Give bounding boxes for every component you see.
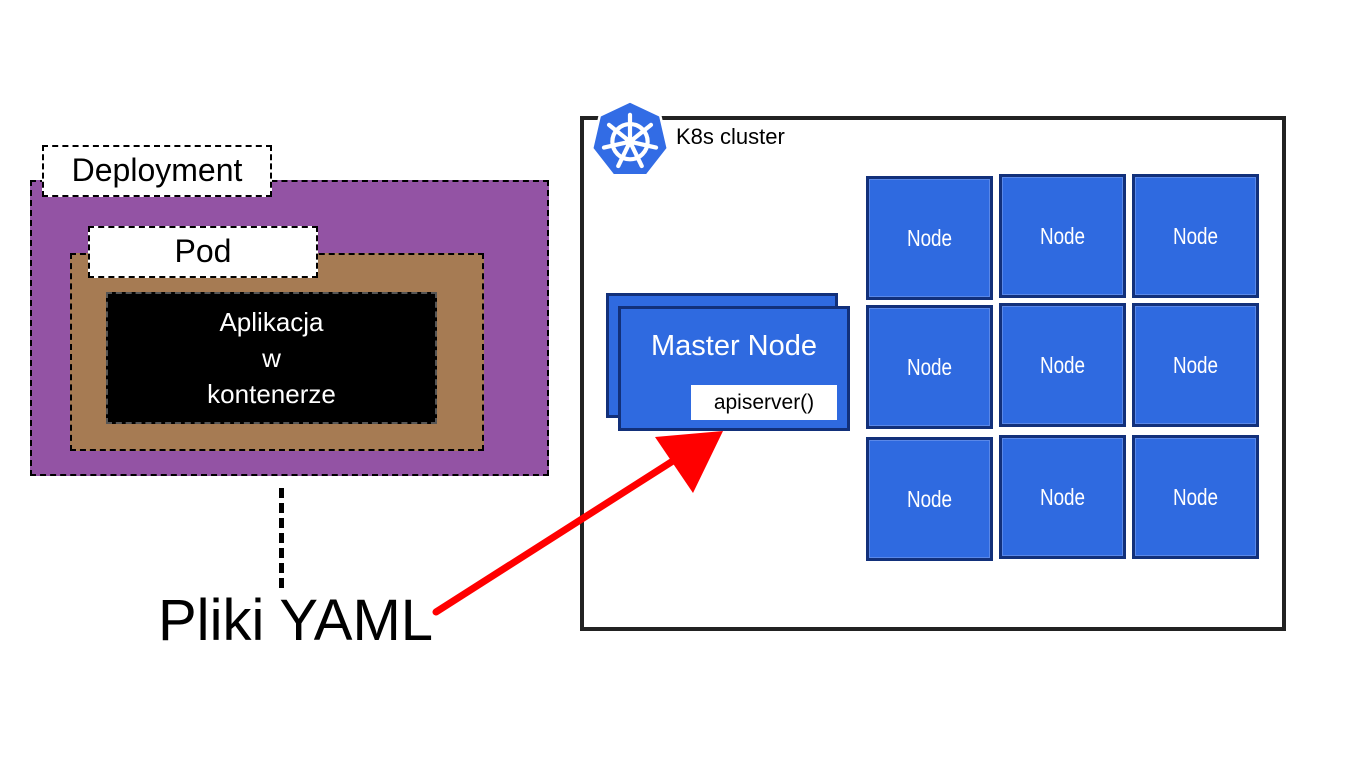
worker-node-label: Node <box>1172 222 1219 249</box>
app-line: w <box>262 343 281 373</box>
master-node-label: Master Node <box>650 330 817 362</box>
app-line: Aplikacja <box>219 307 324 337</box>
worker-node-label: Node <box>906 353 953 380</box>
worker-node: Node <box>999 174 1126 298</box>
worker-node-label: Node <box>1039 483 1086 510</box>
deployment-label: Deployment <box>42 145 272 197</box>
worker-node-label: Node <box>1039 222 1086 249</box>
worker-node-label: Node <box>906 224 953 251</box>
app-line: kontenerze <box>207 379 336 409</box>
container-app-box: Aplikacja w kontenerze <box>106 292 437 424</box>
worker-node-label: Node <box>1172 351 1219 378</box>
yaml-files-label: Pliki YAML <box>158 588 434 653</box>
worker-node-label: Node <box>1039 351 1086 378</box>
worker-node-label: Node <box>906 485 953 512</box>
pod-label: Pod <box>88 226 318 278</box>
apiserver-label: apiserver() <box>691 385 837 420</box>
worker-node: Node <box>866 305 993 429</box>
kubernetes-logo-icon <box>590 99 670 177</box>
cluster-label: K8s cluster <box>676 124 785 149</box>
worker-node: Node <box>866 437 993 561</box>
yaml-connector-line <box>279 488 284 588</box>
worker-node: Node <box>866 176 993 300</box>
worker-node: Node <box>999 435 1126 559</box>
worker-node: Node <box>1132 303 1259 427</box>
worker-node: Node <box>999 303 1126 427</box>
worker-node-label: Node <box>1172 483 1219 510</box>
worker-node: Node <box>1132 174 1259 298</box>
worker-node: Node <box>1132 435 1259 559</box>
